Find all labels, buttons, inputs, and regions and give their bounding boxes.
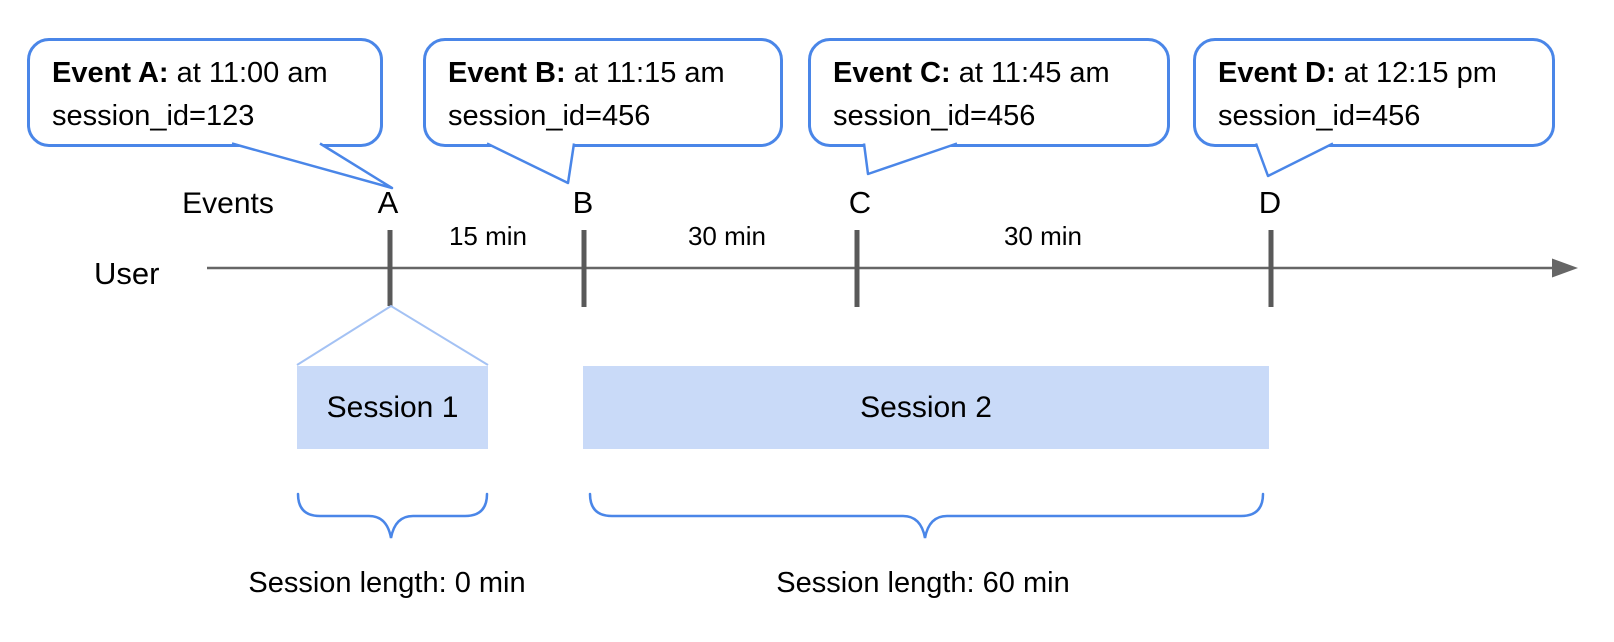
- event-d-callout-line1: Event D: at 12:15 pm: [1218, 52, 1552, 95]
- session-1-brace: [296, 492, 489, 539]
- session-1-bar: Session 1: [297, 366, 488, 449]
- event-letter-b: B: [572, 185, 594, 220]
- event-letter-a: A: [377, 185, 399, 220]
- timeline-arrowhead-icon: [1552, 258, 1578, 278]
- event-d-time: at 12:15 pm: [1335, 57, 1497, 89]
- event-letter-c: C: [848, 185, 872, 220]
- session-2-label: Session 2: [860, 390, 992, 424]
- events-row-label: Events: [182, 187, 274, 220]
- event-c-label: Event C:: [833, 57, 951, 89]
- event-c-time: at 11:45 am: [950, 57, 1110, 89]
- event-b-session-id: session_id=456: [448, 100, 651, 132]
- interval-c-d-label: 30 min: [1003, 221, 1083, 251]
- session-2-brace: [588, 492, 1265, 539]
- event-b-time: at 11:15 am: [565, 57, 725, 89]
- event-d-label: Event D:: [1218, 57, 1336, 89]
- session-1-length-label: Session length: 0 min: [248, 567, 526, 599]
- event-a-time: at 11:00 am: [168, 57, 328, 89]
- event-d-session-id: session_id=456: [1218, 100, 1421, 132]
- event-a-callout-line1: Event A: at 11:00 am: [52, 52, 380, 95]
- event-c-session-id: session_id=456: [833, 100, 1036, 132]
- event-d-callout-tail: [1254, 142, 1334, 178]
- interval-a-b-label: 15 min: [448, 221, 528, 251]
- event-c-callout: Event C: at 11:45 am session_id=456: [808, 38, 1170, 147]
- session-2-bar: Session 2: [583, 366, 1269, 449]
- event-b-callout: Event B: at 11:15 am session_id=456: [423, 38, 783, 147]
- session-1-label: Session 1: [326, 390, 459, 424]
- event-a-session-id: session_id=123: [52, 100, 255, 132]
- event-a-callout-tail: [231, 142, 394, 190]
- event-c-callout-tail: [862, 142, 958, 176]
- event-letter-d: D: [1258, 185, 1282, 220]
- session-2-length-label: Session length: 60 min: [776, 567, 1070, 599]
- user-row-label: User: [94, 256, 160, 291]
- event-b-callout-line1: Event B: at 11:15 am: [448, 52, 780, 95]
- event-b-label: Event B:: [448, 57, 566, 89]
- session-1-funnel-lines: [296, 304, 489, 366]
- event-b-callout-tail: [486, 142, 576, 185]
- event-a-callout: Event A: at 11:00 am session_id=123: [27, 38, 383, 147]
- event-d-callout: Event D: at 12:15 pm session_id=456: [1193, 38, 1555, 147]
- interval-b-c-label: 30 min: [687, 221, 767, 251]
- event-c-callout-line1: Event C: at 11:45 am: [833, 52, 1167, 95]
- event-a-label: Event A:: [52, 57, 169, 89]
